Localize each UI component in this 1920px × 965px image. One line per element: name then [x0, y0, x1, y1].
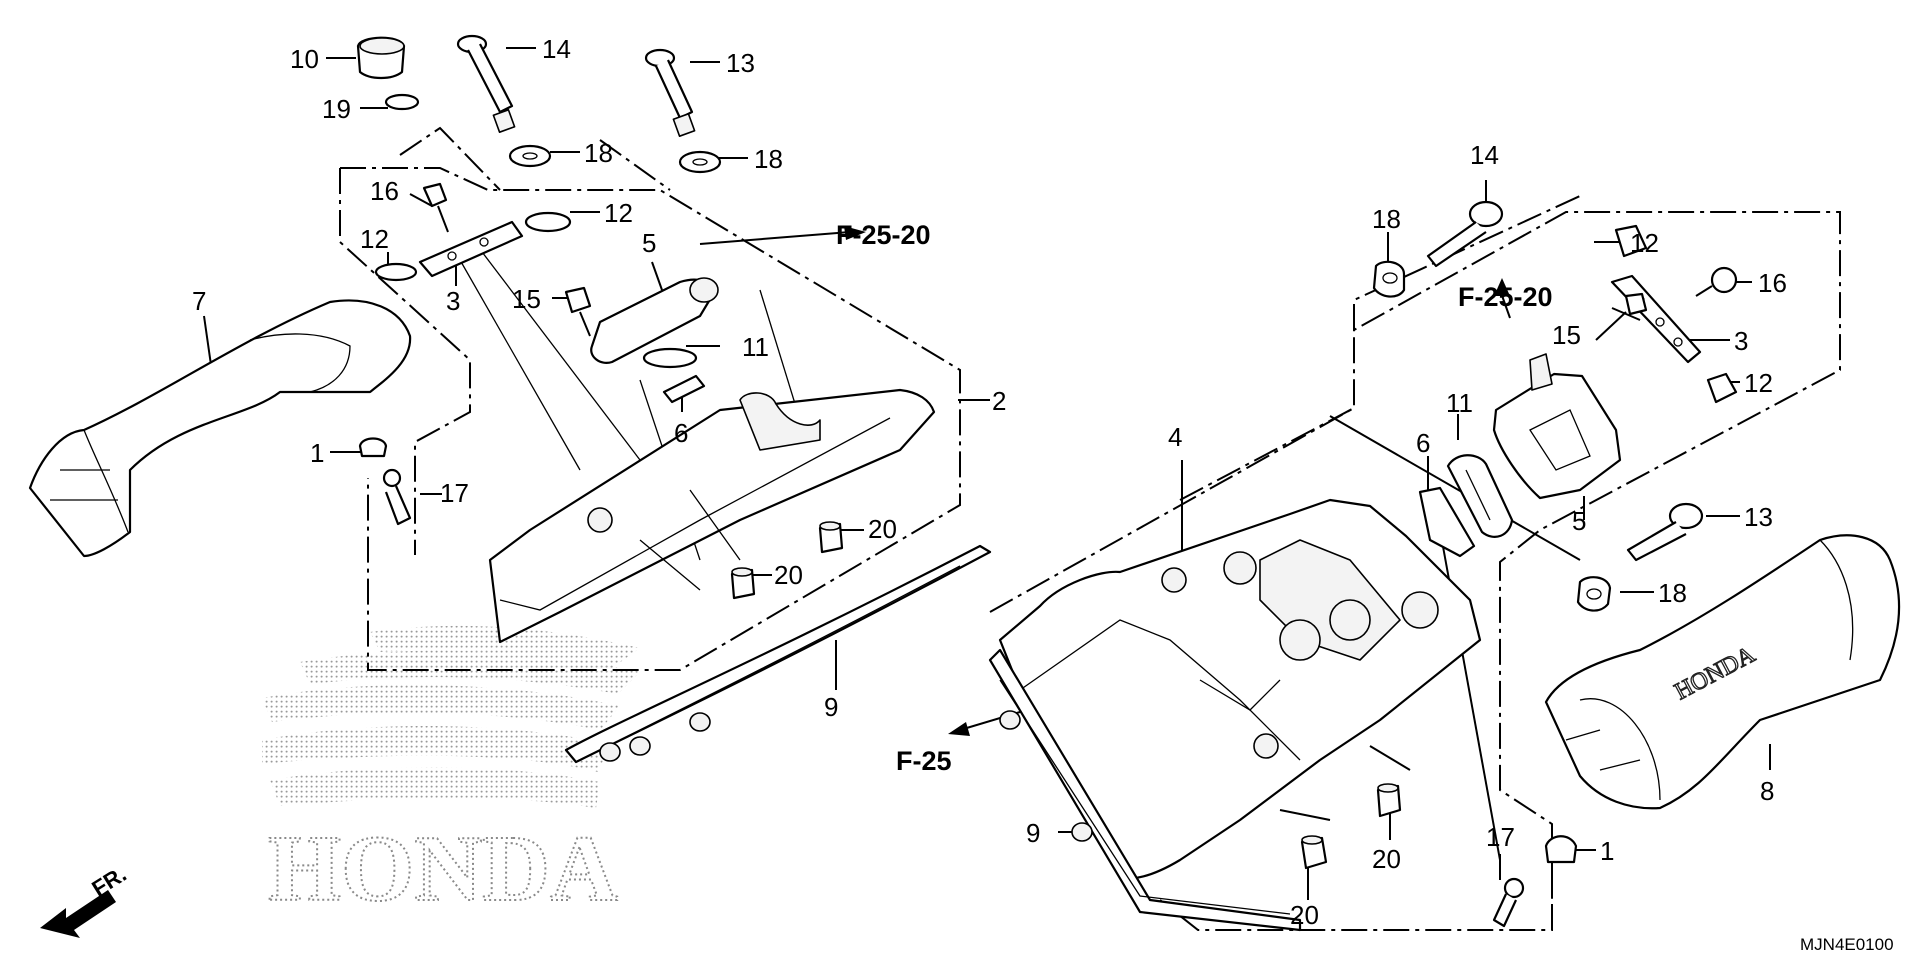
cover-gasket-9-left — [564, 544, 992, 764]
breather-cover-5-right — [1492, 353, 1622, 500]
washer-18-right-b — [1576, 576, 1612, 612]
bolt-15-right — [1595, 292, 1648, 341]
callout-18-right-a: 18 — [1372, 204, 1401, 234]
callout-14-left: 14 — [542, 34, 571, 64]
callout-1-left: 1 — [310, 438, 324, 468]
callout-12-left-b: 12 — [604, 198, 633, 228]
dowel-20-left-b — [730, 567, 756, 600]
callout-6-left: 6 — [674, 418, 688, 448]
dowel-20-left-a — [818, 521, 844, 554]
cover-bolt-right-14 — [1426, 200, 1504, 268]
ref-f-25: F-25 — [896, 746, 952, 776]
callout-4: 4 — [1168, 422, 1182, 452]
dowel-20-right-a — [1300, 835, 1328, 870]
cover-gasket-9-right — [988, 648, 1302, 932]
callout-8: 8 — [1760, 776, 1774, 806]
left-leader-lines — [203, 47, 990, 690]
callout-13-left: 13 — [726, 48, 755, 78]
callout-17-left: 17 — [440, 478, 469, 508]
gasket-12-right-b — [1706, 372, 1738, 404]
cover-bolt-right-13 — [1626, 502, 1704, 562]
callout-12-left-a: 12 — [360, 224, 389, 254]
callout-14-right: 14 — [1470, 140, 1499, 170]
breather-cover-5-left — [590, 277, 719, 364]
ref-f-25-20-left: F-25-20 — [836, 220, 931, 250]
diagram-code: MJN4E0100 — [1800, 935, 1894, 954]
callout-15-left: 15 — [512, 284, 541, 314]
washer-18-right-a — [1372, 260, 1406, 298]
callout-11-right: 11 — [1446, 388, 1473, 418]
cylinder-head-cover-4 — [998, 498, 1482, 880]
reed-6-right — [1418, 486, 1476, 558]
cylinder-head-cover-2 — [488, 388, 936, 644]
callout-20-right-b: 20 — [1372, 844, 1401, 874]
ref-f-25-20-right: F-25-20 — [1458, 282, 1553, 312]
cover-bolt-left-13 — [644, 48, 696, 137]
bolt-16-right — [1695, 266, 1738, 297]
gasket-11-right — [1446, 454, 1514, 538]
callout-20-left-b: 20 — [774, 560, 803, 590]
gasket-12-left-a — [374, 262, 418, 282]
honda-watermark-text: HONDA — [268, 817, 618, 921]
oil-filler-cap — [356, 36, 406, 80]
callout-20-left-a: 20 — [868, 514, 897, 544]
callout-9-right: 9 — [1026, 818, 1040, 848]
bolt-16-left — [422, 182, 449, 233]
callout-11-left: 11 — [742, 332, 769, 362]
callout-15-right: 15 — [1552, 320, 1581, 350]
callout-16-left: 16 — [370, 176, 399, 206]
callout-13-right: 13 — [1744, 502, 1773, 532]
bolt-17-right — [1492, 877, 1525, 928]
gasket-12-right-a — [1614, 224, 1648, 258]
bolt-17-left — [382, 468, 412, 526]
callout-10: 10 — [290, 44, 319, 74]
front-direction-label: FR. — [87, 861, 130, 901]
washer-18-left-b — [678, 150, 722, 174]
dowel-20-right-b — [1376, 783, 1402, 818]
callout-6-right: 6 — [1416, 428, 1430, 458]
front-direction-arrow — [40, 890, 116, 938]
side-cover-7 — [28, 299, 412, 558]
callout-20-right-a: 20 — [1290, 900, 1319, 930]
callout-3-left: 3 — [446, 286, 460, 316]
washer-18-left-a — [508, 144, 552, 168]
cover-bolt-left-14 — [456, 34, 516, 133]
callout-9-left: 9 — [824, 692, 838, 722]
callout-12-right-a: 12 — [1630, 228, 1659, 258]
callout-5-left: 5 — [642, 228, 656, 258]
grommet-1-right — [1544, 835, 1578, 864]
bolt-15-left — [564, 286, 592, 337]
reed-6-left — [662, 374, 706, 404]
callout-7: 7 — [192, 286, 206, 316]
callout-18-left-a: 18 — [584, 138, 613, 168]
callout-17-right: 17 — [1486, 822, 1515, 852]
callout-18-right-b: 18 — [1658, 578, 1687, 608]
gasket-11-left — [642, 347, 698, 369]
callout-12-right-b: 12 — [1744, 368, 1773, 398]
callout-5-right: 5 — [1572, 506, 1586, 536]
gasket-12-left-b — [524, 211, 572, 233]
callout-1-right: 1 — [1600, 836, 1614, 866]
callout-18-left-b: 18 — [754, 144, 783, 174]
callout-2: 2 — [992, 386, 1006, 416]
bracket-3-right — [1610, 274, 1702, 364]
callout-3-right: 3 — [1734, 326, 1748, 356]
bracket-3-left — [418, 220, 524, 278]
side-cover-8 — [1544, 534, 1901, 810]
callout-16-right: 16 — [1758, 268, 1787, 298]
grommet-1-left — [358, 437, 388, 458]
callout-19: 19 — [322, 94, 351, 124]
honda-wing-watermark — [262, 625, 640, 808]
o-ring — [384, 93, 420, 111]
left-group-outlines — [339, 126, 961, 671]
